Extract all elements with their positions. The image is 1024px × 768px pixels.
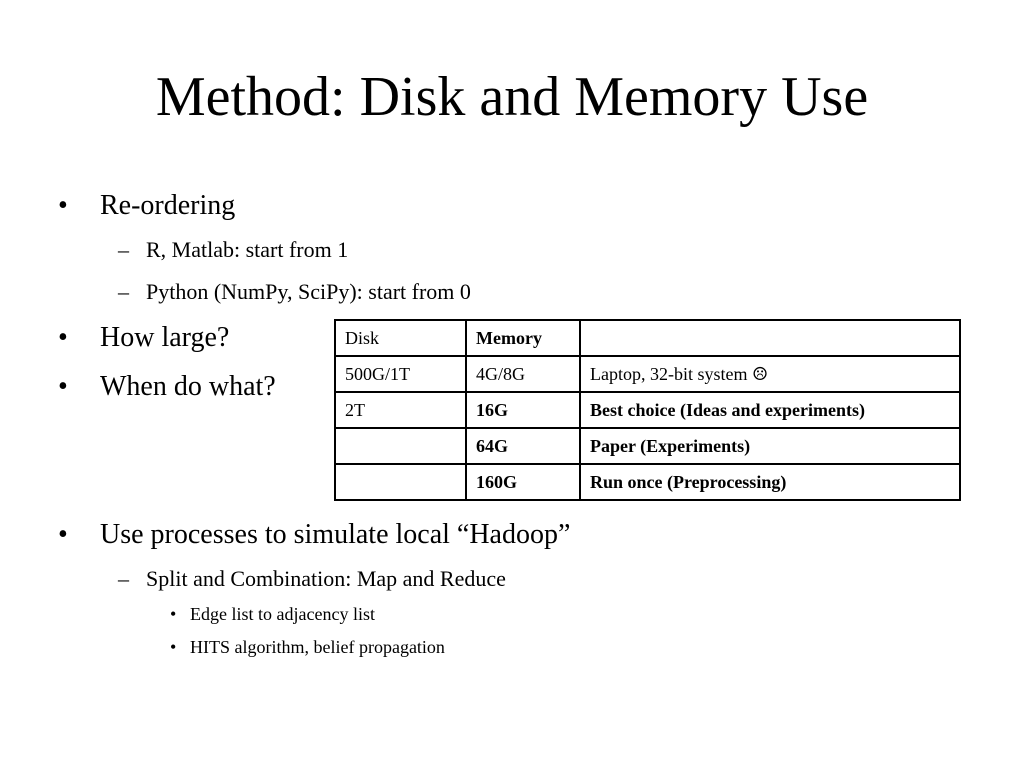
- cell-memory: 16G: [465, 391, 581, 429]
- table-row: 64G Paper (Experiments): [334, 427, 961, 465]
- cell-note: Laptop, 32-bit system ☹: [579, 355, 961, 393]
- cell-memory: 4G/8G: [465, 355, 581, 393]
- sub-bullet-text: R, Matlab: start from 1: [146, 237, 349, 262]
- bullet-icon: •: [58, 322, 68, 353]
- cell-note: Best choice (Ideas and experiments): [579, 391, 961, 429]
- sub-bullet-text: Split and Combination: Map and Reduce: [146, 566, 506, 591]
- slide-title: Method: Disk and Memory Use: [155, 66, 869, 128]
- bullet-text: How large?: [100, 322, 230, 353]
- bullet-icon: •: [58, 519, 68, 550]
- cell-disk: 2T: [334, 391, 467, 429]
- bullet-text: When do what?: [100, 371, 276, 402]
- header-blank: [579, 319, 961, 357]
- cell-disk: [334, 463, 467, 501]
- cell-disk: [334, 427, 467, 465]
- cell-memory: 160G: [465, 463, 581, 501]
- header-disk: Disk: [334, 319, 467, 357]
- dash-icon: –: [118, 279, 129, 304]
- bullet-text: Use processes to simulate local “Hadoop”: [100, 519, 571, 550]
- table-row: 500G/1T 4G/8G Laptop, 32-bit system ☹: [334, 355, 961, 393]
- table-row: 160G Run once (Preprocessing): [334, 463, 961, 501]
- cell-disk: 500G/1T: [334, 355, 467, 393]
- sub-bullet-text: Python (NumPy, SciPy): start from 0: [146, 279, 471, 304]
- table-row: 2T 16G Best choice (Ideas and experiment…: [334, 391, 961, 429]
- dash-icon: –: [118, 566, 129, 591]
- bullet-icon: •: [58, 371, 68, 402]
- table-header-row: Disk Memory: [334, 319, 961, 357]
- cell-note: Run once (Preprocessing): [579, 463, 961, 501]
- sub-sub-bullet-text: HITS algorithm, belief propagation: [190, 637, 445, 657]
- sub-sub-bullet-text: Edge list to adjacency list: [190, 604, 375, 624]
- cell-note: Paper (Experiments): [579, 427, 961, 465]
- disk-memory-table: Disk Memory 500G/1T 4G/8G Laptop, 32-bit…: [334, 319, 961, 501]
- bullet-icon: •: [170, 637, 177, 657]
- bullet-text: Re-ordering: [100, 190, 236, 221]
- bullet-icon: •: [170, 604, 177, 624]
- header-memory: Memory: [465, 319, 581, 357]
- bullet-icon: •: [58, 190, 68, 221]
- dash-icon: –: [118, 237, 129, 262]
- cell-memory: 64G: [465, 427, 581, 465]
